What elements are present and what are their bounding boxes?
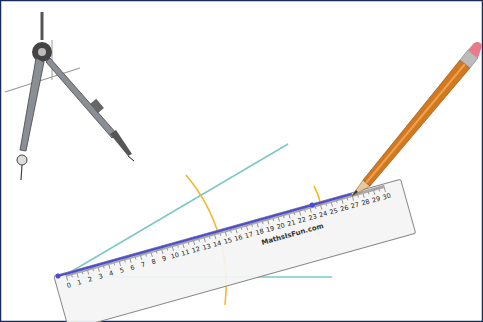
- ruler-tick: [76, 271, 78, 278]
- ruler-tick: [375, 187, 377, 190]
- ruler-tick: [256, 221, 258, 228]
- ruler: [53, 178, 415, 322]
- ruler-tick: [108, 262, 110, 269]
- ruler-tick: [278, 215, 280, 222]
- ruler-tick: [370, 189, 372, 192]
- compass: [5, 12, 134, 180]
- ruler-tick: [267, 218, 269, 225]
- ruler-tick: [373, 188, 375, 195]
- ruler-tick: [364, 190, 366, 193]
- ruler-tick: [235, 227, 237, 234]
- ruler-tick: [246, 224, 248, 231]
- ruler-tick: [379, 186, 381, 189]
- ruler-tick: [368, 190, 369, 195]
- ruler-tick: [87, 268, 89, 275]
- ruler-tick: [225, 229, 227, 236]
- ruler-tick: [299, 209, 301, 216]
- ruler-tick: [193, 238, 195, 245]
- ruler-tick: [365, 190, 367, 193]
- ruler-tick: [214, 232, 216, 239]
- ruler-tick: [140, 253, 142, 260]
- ruler-tick: [380, 186, 382, 189]
- ruler-tick: [119, 259, 121, 266]
- ruler-tick: [376, 187, 378, 190]
- ruler-tick: [360, 192, 362, 195]
- ruler-tick: [341, 197, 343, 204]
- pencil: [352, 42, 482, 196]
- ruler-tick: [172, 244, 174, 251]
- ruler-tick: [378, 187, 379, 192]
- ruler-tick: [384, 185, 386, 192]
- ruler-tick: [129, 256, 131, 263]
- ruler-tick: [362, 191, 364, 198]
- ruler-tick: [369, 189, 371, 192]
- ruler-tick: [288, 212, 290, 219]
- ruler-tick: [97, 265, 99, 272]
- ruler-tick: [381, 186, 383, 189]
- ruler-tick: [150, 250, 152, 257]
- ruler-tick: [331, 200, 333, 207]
- ruler-tick: [161, 247, 163, 254]
- ruler-tick: [66, 274, 68, 281]
- ruler-tick: [203, 235, 205, 242]
- ruler-tick: [182, 241, 184, 248]
- ruler-tick: [368, 189, 370, 192]
- ruler-tick: [320, 203, 322, 210]
- ruler-tick: [374, 188, 376, 191]
- ruler-tick: [363, 191, 365, 194]
- drawn-line: [58, 194, 352, 276]
